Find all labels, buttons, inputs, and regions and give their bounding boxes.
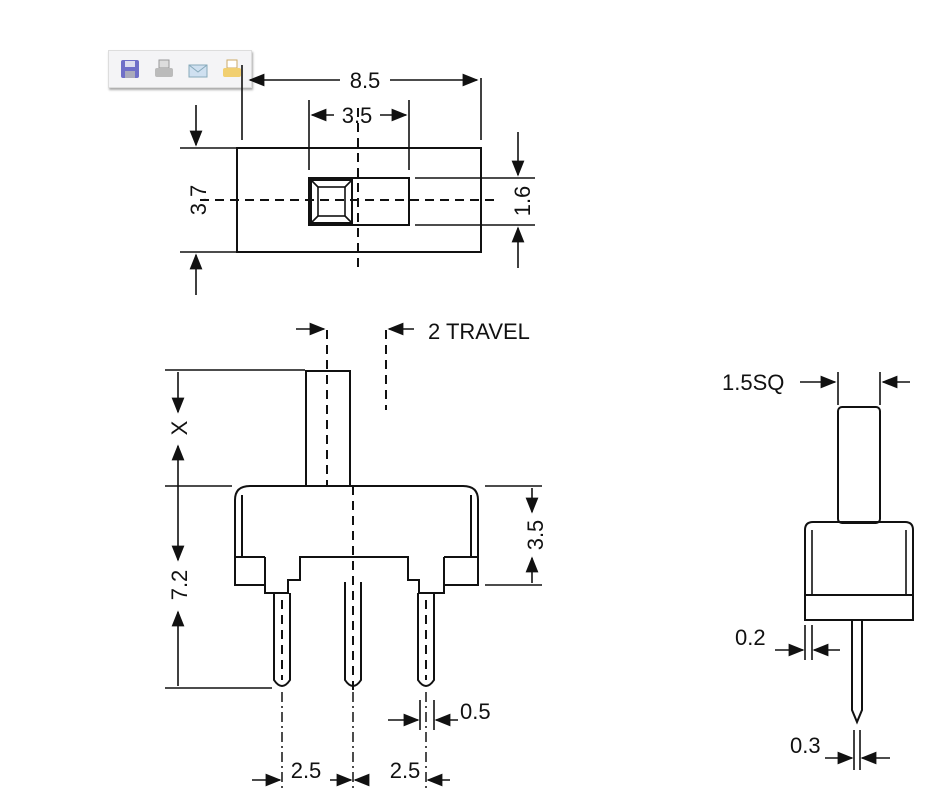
slider-knob	[310, 179, 353, 224]
dim-top-height: 3.7	[186, 185, 211, 216]
dim-pitch-left: 2.5	[291, 758, 322, 783]
front-view: 2 TRAVEL X 7.2 3.5 0.5 2.5 2.5	[165, 319, 548, 790]
side-body	[804, 521, 914, 621]
email-icon	[188, 64, 208, 78]
dim-pitch-right: 2.5	[390, 758, 421, 783]
open-folder-icon	[223, 59, 241, 77]
viewer-toolbar	[108, 50, 252, 88]
slider-window	[308, 177, 410, 226]
print-icon	[155, 59, 173, 77]
save-button[interactable]	[117, 57, 143, 81]
switch-body	[234, 485, 479, 594]
dim-top-width: 8.5	[350, 68, 381, 93]
side-actuator	[837, 406, 881, 524]
dim-actuator-square: 1.5SQ	[722, 370, 784, 395]
dim-slot-width: 3.5	[342, 103, 373, 128]
email-button[interactable]	[185, 57, 211, 81]
dim-travel: 2 TRAVEL	[428, 319, 530, 344]
open-button[interactable]	[219, 57, 245, 81]
dim-gap: 0.2	[735, 625, 766, 650]
dim-total-height: 7.2	[167, 570, 192, 601]
pin-right	[417, 593, 435, 687]
dim-pin-thickness: 0.3	[790, 733, 821, 758]
dim-slot-height: 1.6	[510, 186, 535, 217]
save-icon	[121, 60, 139, 78]
dim-actuator-height: X	[167, 420, 192, 435]
print-button[interactable]	[151, 57, 177, 81]
dim-body-height: 3.5	[523, 520, 548, 551]
dim-pin-width: 0.5	[460, 699, 491, 724]
top-view: 8.5 3.5 3.7 1.6	[180, 65, 535, 295]
pin-left	[273, 593, 291, 687]
side-view: 1.5SQ 0.2 0.3	[722, 370, 914, 770]
side-pin	[851, 620, 863, 725]
